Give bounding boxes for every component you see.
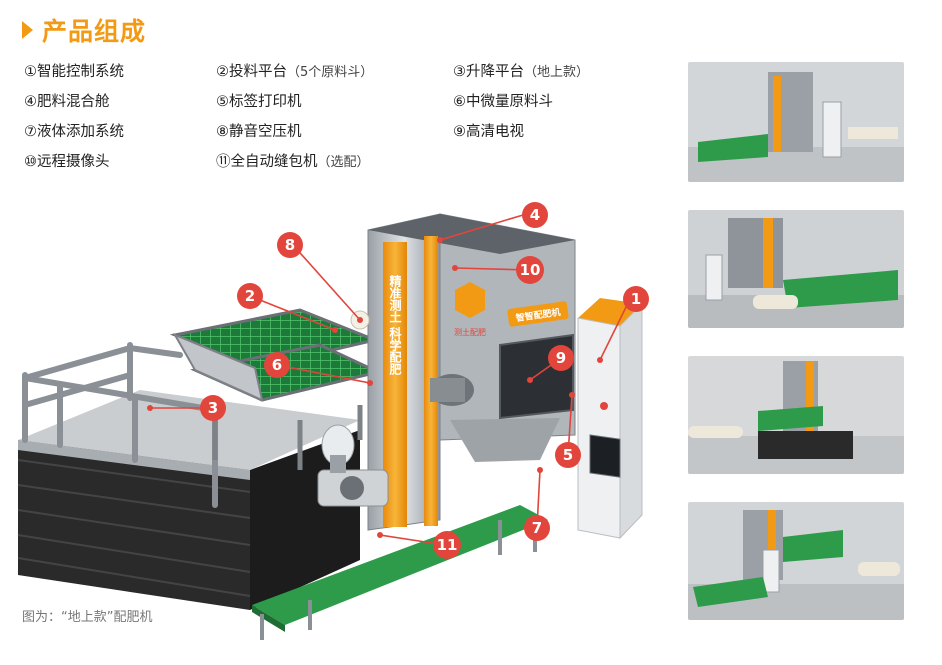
mixing-tower: 精准测土 科学配肥 测土配肥 智智配肥机 [367,213,576,531]
section-header: 产品组成 [22,14,146,46]
component-item-10: ⑩远程摄像头 [24,154,110,170]
svg-text:2: 2 [245,287,255,305]
pillar-slogan: 精准测土 科学配肥 [388,274,402,376]
svg-text:1: 1 [631,290,641,308]
component-item-7: ⑦液体添加系统 [24,124,124,140]
conveyor-belt [252,505,548,640]
svg-text:8: 8 [285,236,295,254]
figure-caption: 图为：“地上款”配肥机 [22,610,153,625]
svg-text:5: 5 [563,446,573,464]
bagging-unit [317,424,389,507]
svg-text:9: 9 [556,349,566,367]
triangle-bullet-icon [22,21,33,39]
svg-text:7: 7 [532,519,542,537]
callout-badge-7: 7 [524,515,550,541]
svg-text:11: 11 [437,536,458,554]
component-item-5: ⑤标签打印机 [216,94,302,110]
callout-badge-4: 4 [522,202,548,228]
component-item-1: ①智能控制系统 [24,64,124,80]
brand-logo-text: 测土配肥 [454,327,486,337]
control-cabinet [577,298,643,540]
callout-badge-2: 2 [237,283,263,309]
callout-badge-10: 10 [516,256,544,284]
callout-badge-3: 3 [200,395,226,421]
svg-text:4: 4 [530,206,540,224]
callout-dots [147,237,603,538]
svg-text:3: 3 [208,399,218,417]
component-item-2: ②投料平台（5个原料斗） [216,64,374,80]
callout-badge-8: 8 [277,232,303,258]
svg-text:6: 6 [272,356,282,374]
callout-badge-9: 9 [548,345,574,371]
thumbnail-view-3 [688,356,904,474]
component-item-9: ⑨高清电视 [453,124,524,140]
callout-badge-11: 11 [433,531,461,559]
component-item-6: ⑥中微量原料斗 [453,94,553,110]
machine-illustration: 精准测土 科学配肥 测土配肥 智智配肥机 [17,202,649,640]
thumbnail-view-2 [688,210,904,328]
thumbnail-view-4 [688,502,904,620]
callout-badge-5: 5 [555,442,581,468]
callout-badge-6: 6 [264,352,290,378]
section-title: 产品组成 [42,17,147,46]
component-item-8: ⑧静音空压机 [216,124,302,140]
component-item-4: ④肥料混合舱 [24,94,110,110]
svg-text:10: 10 [520,261,541,279]
component-item-11: ⑪全自动缝包机（选配） [216,154,370,170]
thumbnail-view-1 [688,62,904,182]
callout-badge-1: 1 [623,286,649,312]
component-item-3: ③升降平台（地上款） [453,64,590,80]
